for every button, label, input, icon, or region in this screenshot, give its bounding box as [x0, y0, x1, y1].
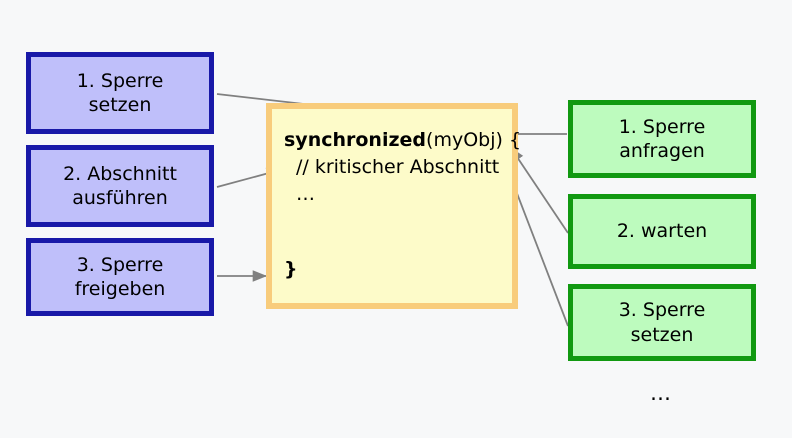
code-line-closing-brace: } [284, 257, 298, 280]
blue-box-critical-section: 2. Abschnitt ausführen [26, 145, 214, 227]
green-box-wait: 2. warten [568, 194, 756, 269]
blue-box-critical-section-line1: 2. Abschnitt [63, 162, 177, 185]
green-box-lock-request-line1: 1. Sperre [618, 115, 706, 138]
code-lines: synchronized(myObj) { // kritischer Absc… [284, 127, 521, 283]
blue-box-lock-acquire-line2: setzen [88, 94, 152, 116]
green-box-wait-line1: 2. warten [616, 220, 708, 243]
green-box-lock-acquire-second: 3. Sperre setzen [568, 284, 756, 361]
code-signature: (myObj) { [426, 129, 522, 151]
blue-box-lock-release: 3. Sperre freigeben [26, 238, 214, 316]
right-column-trailing-ellipsis: … [650, 381, 672, 405]
code-line-comment: // kritischer Abschnitt [296, 155, 500, 178]
blue-box-lock-release-line2: freigeben [74, 278, 166, 300]
blue-box-lock-acquire-line1: 1. Sperre [76, 69, 164, 92]
blue-box-lock-acquire: 1. Sperre setzen [26, 52, 214, 134]
code-line-ellipsis: … [296, 182, 315, 205]
blue-box-lock-release-line1: 3. Sperre [76, 253, 164, 276]
green-box-lock-request-line2: anfragen [619, 140, 705, 162]
code-line-synchronized: synchronized(myObj) { [284, 127, 521, 154]
synchronized-code-block: synchronized(myObj) { // kritischer Absc… [266, 103, 521, 309]
green-box-lock-acquire-second-line1: 3. Sperre [618, 299, 706, 322]
green-box-lock-request: 1. Sperre anfragen [568, 100, 756, 178]
code-keyword-synchronized: synchronized [284, 129, 427, 151]
arrow-wait-to-code [510, 147, 569, 234]
blue-box-critical-section-line2: ausführen [72, 187, 168, 209]
green-box-lock-acquire-second-line2: setzen [630, 323, 694, 346]
